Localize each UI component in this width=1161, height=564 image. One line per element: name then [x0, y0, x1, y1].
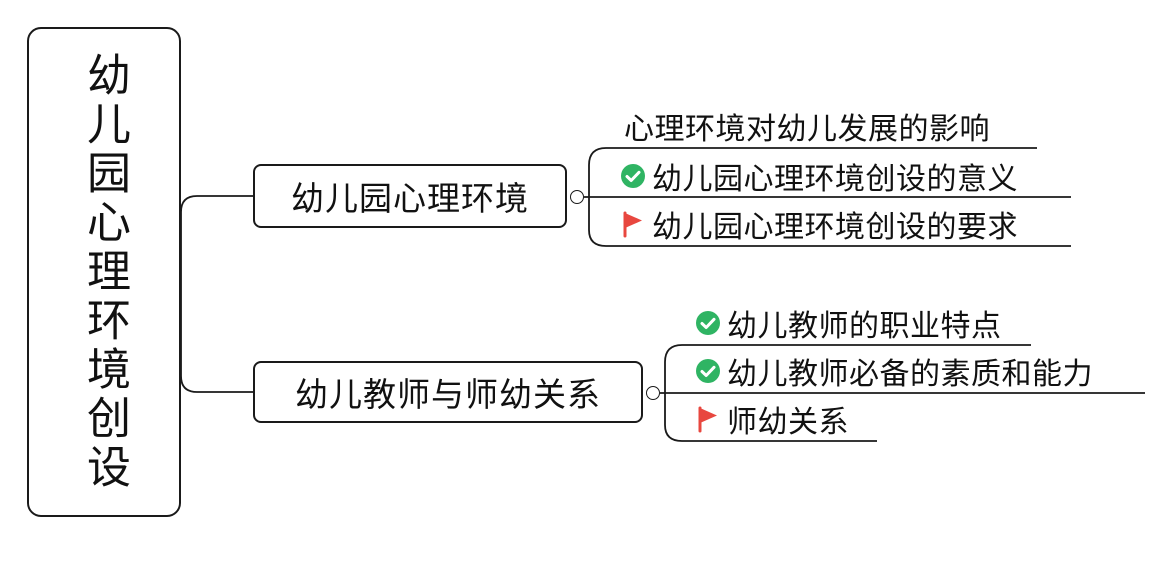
leaf-label: 幼儿教师必备的素质和能力	[727, 357, 1093, 392]
leaf-label: 心理环境对幼儿发展的影响	[624, 112, 990, 147]
leaf-label: 幼儿园心理环境创设的意义	[652, 162, 1018, 197]
root-topic[interactable]: 幼儿园心理环境创设	[27, 27, 181, 517]
root-topic-label: 幼儿园心理环境创设	[79, 51, 130, 493]
leaf-label: 师幼关系	[727, 405, 849, 440]
branch-1-spine	[584, 165, 590, 230]
check-icon	[695, 358, 721, 384]
leaf-topic-significance[interactable]: 幼儿园心理环境创设的意义	[620, 156, 1018, 197]
root-to-branch-1-connector	[180, 195, 253, 272]
collapse-toggle-branch-2[interactable]	[646, 386, 660, 400]
branch-label: 幼儿教师与师幼关系	[295, 375, 601, 414]
leaf-label: 幼儿教师的职业特点	[727, 309, 1002, 344]
leaf-2-3-underline	[664, 424, 877, 442]
check-icon	[620, 163, 646, 189]
branch-label: 幼儿园心理环境	[291, 179, 529, 218]
leaf-1-1-underline	[588, 147, 1037, 166]
leaf-topic-influence[interactable]: 心理环境对幼儿发展的影响	[624, 106, 990, 147]
branch-2-spine	[660, 362, 666, 425]
leaf-topic-requirements[interactable]: 幼儿园心理环境创设的要求	[620, 204, 1018, 245]
root-to-branch-2-connector	[180, 272, 253, 393]
collapse-toggle-branch-1[interactable]	[570, 190, 584, 204]
flag-icon	[695, 405, 721, 433]
leaf-2-1-underline	[664, 344, 1031, 363]
leaf-1-3-underline	[588, 229, 1071, 247]
check-icon	[695, 310, 721, 336]
branch-topic-teacher-relationship[interactable]: 幼儿教师与师幼关系	[253, 361, 643, 423]
branch-topic-psych-environment[interactable]: 幼儿园心理环境	[253, 164, 567, 228]
leaf-topic-teacher-child-relation[interactable]: 师幼关系	[695, 399, 849, 440]
leaf-label: 幼儿园心理环境创设的要求	[652, 210, 1018, 245]
flag-icon	[620, 210, 646, 238]
leaf-topic-teacher-traits[interactable]: 幼儿教师的职业特点	[695, 303, 1002, 344]
leaf-topic-teacher-abilities[interactable]: 幼儿教师必备的素质和能力	[695, 351, 1093, 392]
